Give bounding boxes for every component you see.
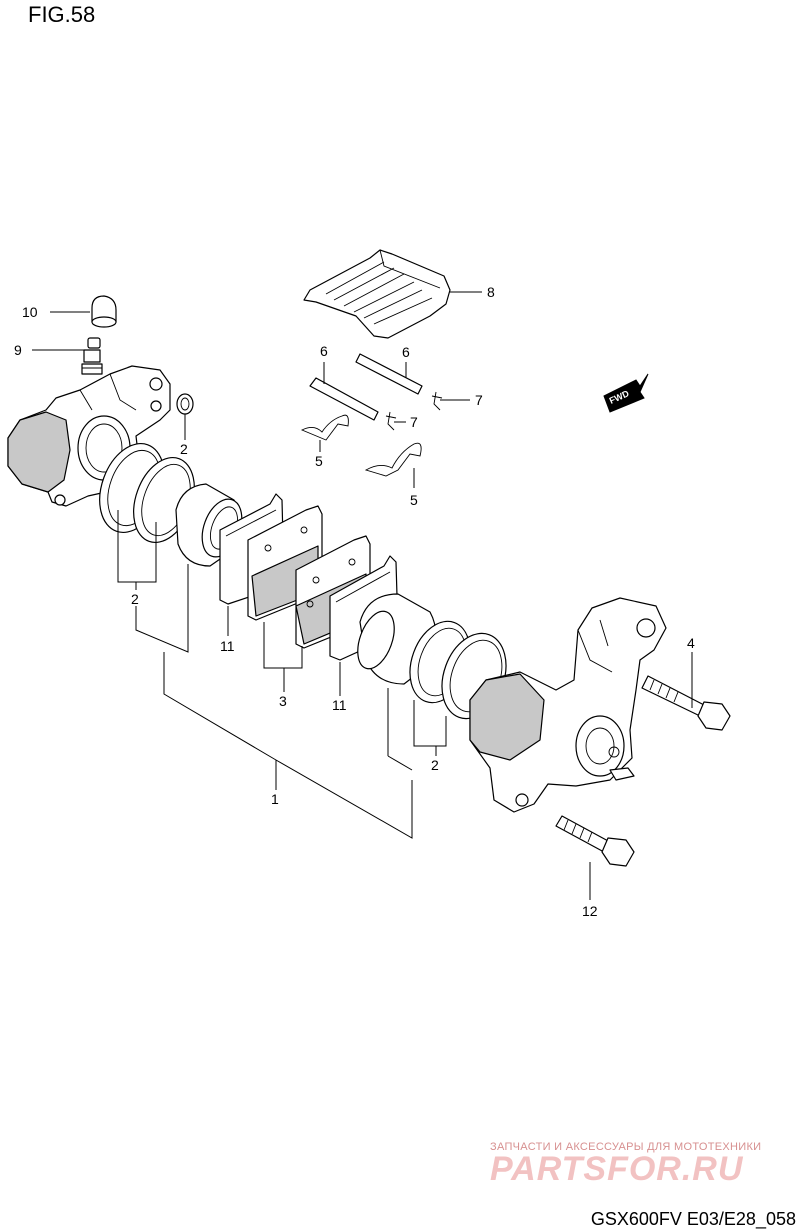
pad-spring-clip-right bbox=[364, 442, 422, 477]
watermark-tagline: ЗАПЧАСТИ И АКСЕССУАРЫ ДЛЯ МОТОТЕХНИКИ bbox=[490, 1141, 762, 1153]
callout-2-top: 2 bbox=[180, 441, 188, 457]
bleeder-cap bbox=[91, 295, 117, 328]
callout-10: 10 bbox=[22, 304, 38, 320]
callout-numbers: 10 9 8 6 6 7 7 5 5 2 2 11 3 11 2 1 4 12 bbox=[14, 284, 695, 919]
pin-clip-right bbox=[431, 391, 443, 411]
pad-spring-clip-left bbox=[300, 414, 349, 441]
callout-7-right: 7 bbox=[475, 392, 483, 408]
caliper-housing-right bbox=[469, 597, 667, 813]
callout-8: 8 bbox=[487, 284, 495, 300]
callout-4: 4 bbox=[687, 635, 695, 651]
pin-clip-left bbox=[385, 411, 397, 431]
callout-2-right: 2 bbox=[431, 757, 439, 773]
callout-2-left: 2 bbox=[131, 591, 139, 607]
callout-5-left: 5 bbox=[315, 453, 323, 469]
callout-5-right: 5 bbox=[410, 492, 418, 508]
figure-title: FIG.58 bbox=[28, 2, 96, 27]
seal-ring-small bbox=[176, 393, 194, 415]
callout-11-right: 11 bbox=[332, 697, 347, 713]
pad-pin-right bbox=[355, 353, 423, 395]
leader-lines bbox=[32, 291, 693, 900]
caliper-bolt-upper bbox=[641, 675, 731, 731]
callout-6-right: 6 bbox=[402, 344, 410, 360]
callout-9: 9 bbox=[14, 342, 22, 358]
caliper-bolt-lower bbox=[555, 815, 635, 867]
forward-arrow-icon: FWD bbox=[603, 373, 649, 413]
callout-11-left: 11 bbox=[220, 638, 235, 654]
pad-pin-left bbox=[309, 377, 379, 421]
callout-12: 12 bbox=[582, 903, 598, 919]
bleeder-valve bbox=[81, 337, 103, 375]
watermark-logo: PARTSFOR.RU bbox=[490, 1150, 744, 1188]
callout-1: 1 bbox=[271, 791, 279, 807]
pad-spring-cover bbox=[303, 249, 451, 339]
callout-7-left: 7 bbox=[410, 414, 418, 430]
callout-3: 3 bbox=[279, 693, 287, 709]
diagram-code: GSX600FV E03/E28_058 bbox=[590, 1209, 796, 1229]
callout-6-left: 6 bbox=[320, 343, 328, 359]
